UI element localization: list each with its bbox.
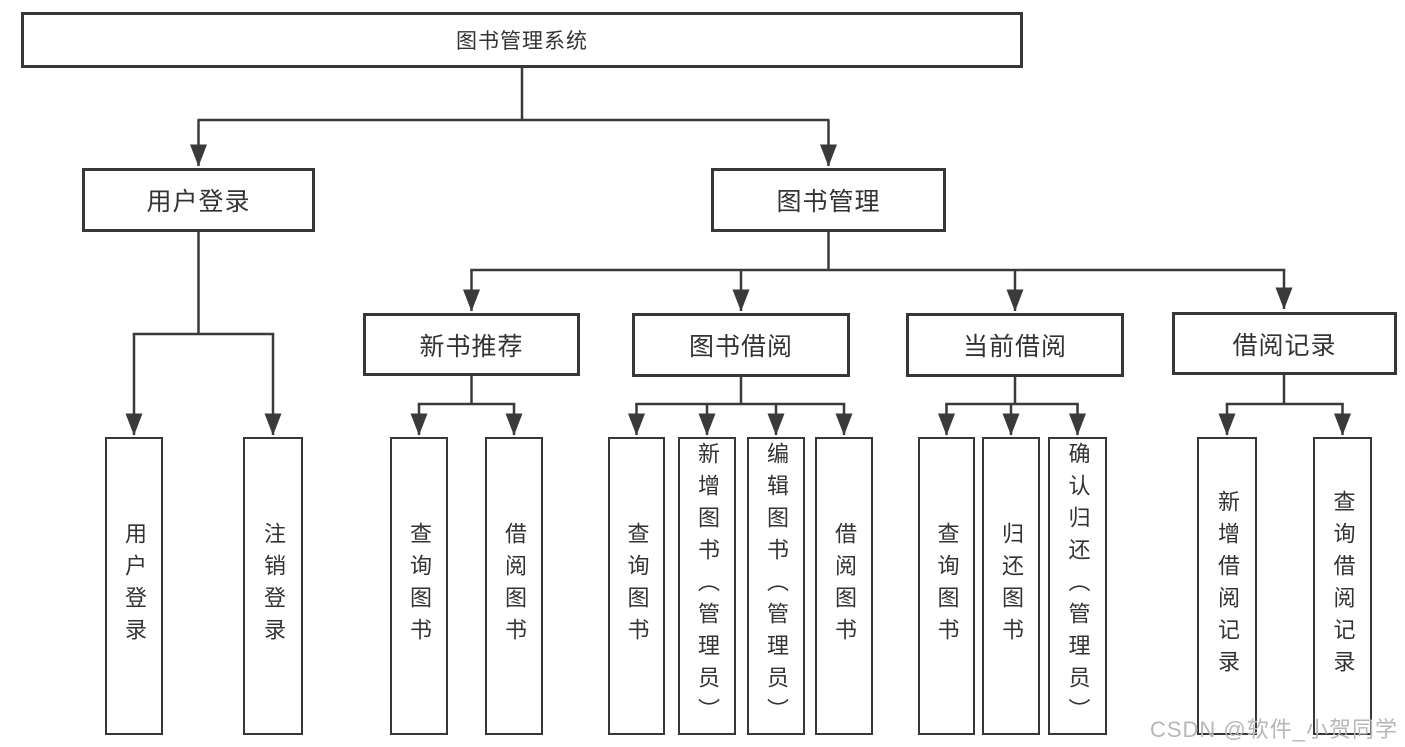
node-current-borrow-label: 当前借阅 <box>962 333 1067 361</box>
node-book-management: 图书管理 <box>711 168 946 232</box>
node-borrow-records-label: 借阅记录 <box>1232 331 1337 360</box>
node-leaf-logout: 注销登录 <box>243 437 303 735</box>
node-user-login: 用户登录 <box>82 168 315 232</box>
node-borrow-records: 借阅记录 <box>1172 312 1397 375</box>
node-leaf-newbook-query-label: 查询图书 <box>407 522 432 650</box>
node-leaf-current-query-label: 查询图书 <box>934 522 960 650</box>
node-leaf-login: 用户登录 <box>105 437 163 735</box>
node-leaf-newbook-borrow: 借阅图书 <box>485 437 543 735</box>
node-leaf-records-query: 查询借阅记录 <box>1313 437 1372 735</box>
node-leaf-borrow-add-label: 新增图书（管理员） <box>695 442 720 730</box>
node-leaf-borrow-query: 查询图书 <box>608 437 665 735</box>
node-root-label: 图书管理系统 <box>456 30 588 53</box>
node-leaf-records-add: 新增借阅记录 <box>1197 437 1257 735</box>
node-leaf-borrow-query-label: 查询图书 <box>624 522 650 650</box>
node-leaf-login-label: 用户登录 <box>122 522 147 650</box>
node-leaf-current-return: 归还图书 <box>982 437 1040 735</box>
node-leaf-newbook-borrow-label: 借阅图书 <box>502 522 527 650</box>
node-leaf-current-query: 查询图书 <box>918 437 975 735</box>
node-root: 图书管理系统 <box>21 12 1023 68</box>
node-leaf-records-add-label: 新增借阅记录 <box>1215 490 1240 682</box>
node-leaf-borrow-borrow-label: 借阅图书 <box>832 522 857 650</box>
node-leaf-borrow-borrow: 借阅图书 <box>815 437 873 735</box>
node-user-login-label: 用户登录 <box>146 188 251 216</box>
node-leaf-borrow-edit: 编辑图书（管理员） <box>747 437 805 735</box>
node-book-management-label: 图书管理 <box>776 188 881 216</box>
node-leaf-newbook-query: 查询图书 <box>390 437 448 735</box>
node-current-borrow: 当前借阅 <box>906 313 1124 377</box>
node-book-borrow-label: 图书借阅 <box>688 333 793 361</box>
node-leaf-logout-label: 注销登录 <box>261 522 286 650</box>
node-leaf-borrow-add: 新增图书（管理员） <box>678 437 736 735</box>
node-book-borrow: 图书借阅 <box>632 313 850 377</box>
node-leaf-current-confirm-label: 确认归还（管理员） <box>1065 442 1091 730</box>
node-new-book-recommend: 新书推荐 <box>363 313 580 376</box>
node-leaf-records-query-label: 查询借阅记录 <box>1330 490 1356 682</box>
node-new-book-recommend-label: 新书推荐 <box>419 332 524 361</box>
node-leaf-current-return-label: 归还图书 <box>999 522 1024 650</box>
node-leaf-borrow-edit-label: 编辑图书（管理员） <box>764 442 789 730</box>
node-leaf-current-confirm: 确认归还（管理员） <box>1048 437 1107 735</box>
connector-group <box>125 68 1351 436</box>
watermark: CSDN @软件_小贺同学 <box>1149 717 1398 742</box>
